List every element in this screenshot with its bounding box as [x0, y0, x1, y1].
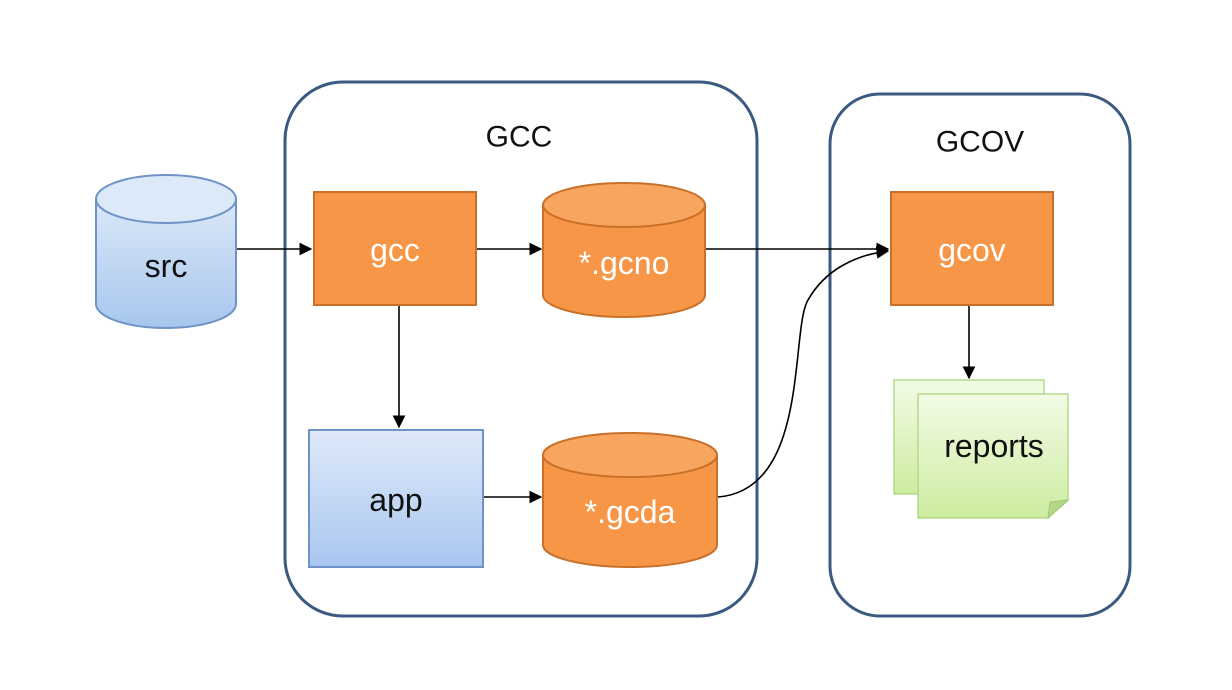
gcov-group: GCOV	[828, 92, 1132, 618]
app-executable: app	[308, 429, 484, 568]
gcov-label: gcov	[938, 232, 1006, 268]
src-cylinder-top	[95, 174, 237, 224]
gcda-cylinder-body	[542, 454, 718, 568]
reports-label: reports	[944, 428, 1044, 464]
reports-documents: reports	[893, 379, 1070, 520]
gcov-group-title: GCOV	[936, 126, 1024, 159]
gcda-cylinder-top	[542, 432, 718, 478]
gcda-label: *.gcda	[585, 494, 676, 530]
gcc-process: gcc	[313, 191, 477, 306]
app-label: app	[369, 482, 422, 518]
gcov-box	[890, 191, 1054, 306]
gcov-group-border	[828, 92, 1132, 618]
src-database: src	[95, 174, 237, 329]
edges	[236, 242, 976, 504]
gcda-file: *.gcda	[542, 432, 718, 568]
gcno-cylinder-body	[542, 204, 706, 318]
src-cylinder-body	[95, 198, 237, 329]
reports-page-fold	[1047, 499, 1070, 520]
src-label: src	[145, 248, 188, 284]
gcno-label: *.gcno	[579, 245, 670, 281]
gcno-file: *.gcno	[542, 182, 706, 318]
gcov-process: gcov	[890, 191, 1054, 306]
edge-gcda-to-gcov	[717, 246, 890, 498]
gcc-group-border	[283, 80, 759, 618]
gcc-group: GCC	[283, 80, 759, 618]
gcno-cylinder-top	[542, 182, 706, 228]
gcc-box	[313, 191, 477, 306]
app-box	[308, 429, 484, 568]
gcc-label: gcc	[370, 232, 420, 268]
gcc-group-title: GCC	[486, 121, 553, 154]
